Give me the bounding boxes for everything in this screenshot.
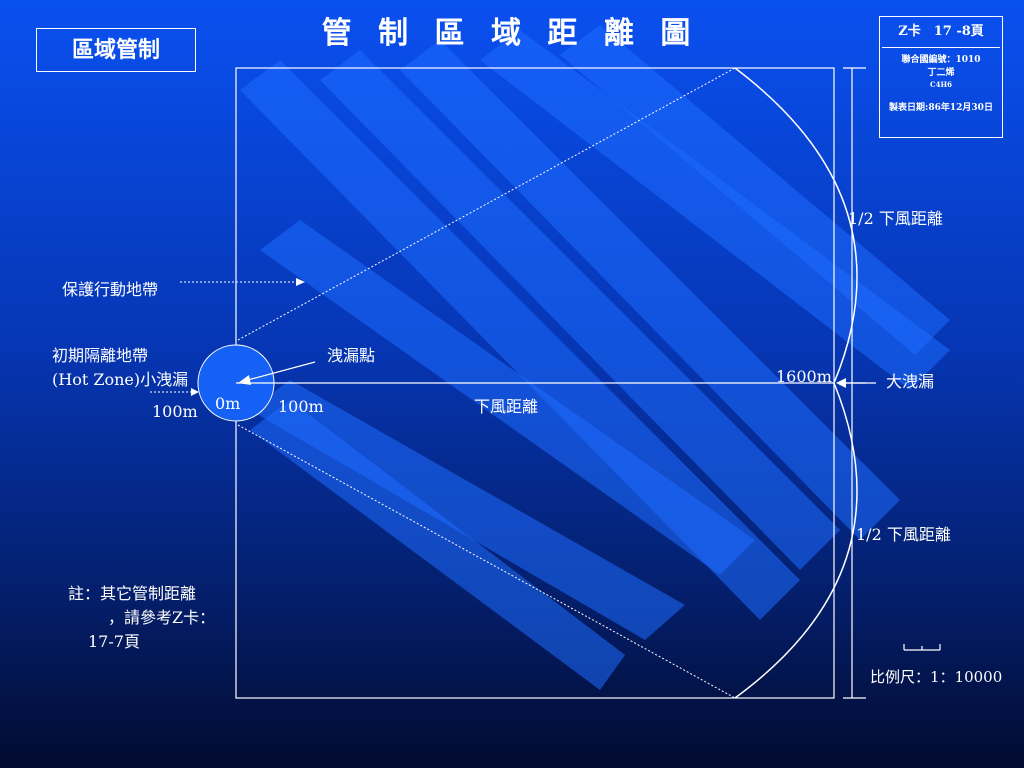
diagonal-stripes [240,25,950,690]
half-downwind-bottom-label: 1/2 下風距離 [856,525,951,544]
protective-zone-label: 保護行動地帶 [62,280,159,299]
leak-point-arrow [243,361,316,382]
slide-title: 管 制 區 域 距 離 圖 [321,16,699,51]
stripe [250,400,625,690]
half-downwind-top-label: 1/2 下風距離 [848,209,943,228]
protective-zone-boundary-top [237,67,736,341]
note-line-3: 17-7頁 [88,632,140,651]
card-number: Z卡 17 -8頁 [882,17,1000,48]
protective-zone-pointer-head [296,278,305,286]
half-distance-dimension [843,67,866,699]
chemical-name: 丁二烯 [927,68,955,78]
right-100m-label: 100m [278,397,324,416]
card-date: 製表日期:86年12月30日 [889,103,993,113]
stripe [250,380,685,640]
large-leak-arrowhead [836,378,846,388]
info-card: Z卡 17 -8頁 聯合國編號：1010 丁二烯 C4H6 製表日期:86年12… [879,16,1003,138]
note-line-2: ，請參考Z卡： [108,608,216,627]
un-number: 聯合國編號：1010 [901,55,981,65]
stripe [400,40,900,540]
origin-label: 0m [215,394,241,413]
zone-control-label: 區域管制 [36,28,196,72]
leak-point-label: 洩漏點 [327,346,376,365]
distance-1600-label: 1600m [776,367,832,386]
initial-isolation-label: 初期隔離地帶 [52,346,149,365]
stripe [480,30,950,390]
note-line-1: 註：其它管制距離 [68,584,197,603]
hot-zone-pointer-head [191,388,199,396]
hot-zone-label: (Hot Zone)小洩漏 [52,370,189,389]
protective-zone-boundary-bottom [237,424,736,699]
stripe [320,50,840,570]
left-100m-label: 100m [152,402,198,421]
stripe [260,220,755,575]
downwind-distance-label: 下風距離 [474,397,539,416]
scale-label: 比例尺：1：10000 [870,668,1003,686]
large-leak-label: 大洩漏 [886,372,935,391]
leak-point-arrowhead [238,375,251,385]
scale-bar [903,644,941,651]
chemical-formula: C4H6 [930,80,952,89]
